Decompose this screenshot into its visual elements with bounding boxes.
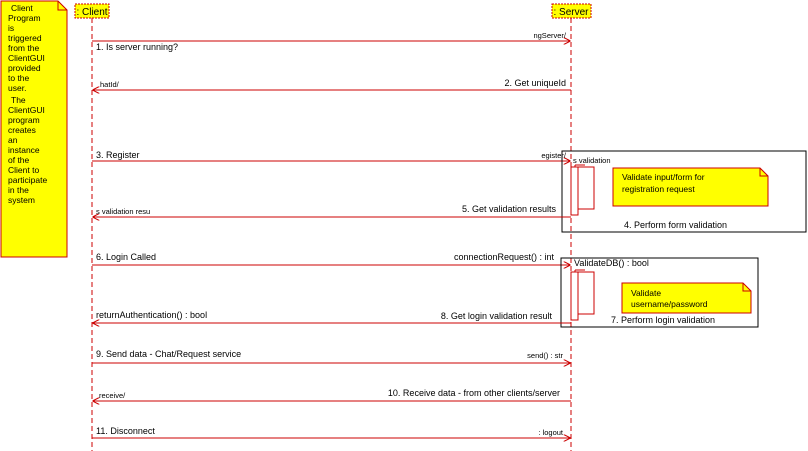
description-note-text: Client Program is triggered from the Cli…	[8, 3, 50, 205]
message-5: 5. Get validation results s validation r…	[93, 204, 571, 217]
message-10: 10. Receive data - from other clients/se…	[93, 388, 571, 401]
message-3-label: 3. Register	[96, 150, 140, 160]
message-10-op: receive/	[99, 391, 126, 400]
login-validation-note-line-1: Validate	[631, 288, 661, 298]
message-9-op: send() : str	[527, 351, 563, 360]
form-validation-note: Validate input/form for registration req…	[612, 167, 769, 207]
message-2-label: 2. Get uniqueId	[504, 78, 566, 88]
form-validation-note-line-2: registration request	[622, 184, 695, 194]
description-note: Client Program is triggered from the Cli…	[0, 0, 68, 258]
message-8-label: 8. Get login validation result	[441, 311, 553, 321]
form-validation-fragment: s validation Validate input/form for reg…	[561, 150, 807, 233]
client-lifeline-header: : Client	[74, 3, 110, 19]
login-validation-label: 7. Perform login validation	[611, 315, 715, 325]
login-validation-note-line-2: username/password	[631, 299, 708, 309]
message-6-label: 6. Login Called	[96, 252, 156, 262]
message-1: 1. Is server running? ngServer/	[92, 31, 570, 52]
login-validation-fragment: ValidateDB() : bool Validate username/pa…	[560, 257, 759, 328]
login-validation-op: ValidateDB() : bool	[574, 258, 649, 268]
message-9: 9. Send data - Chat/Request service send…	[92, 349, 570, 363]
message-2-op: hatId/	[100, 80, 120, 89]
message-9-label: 9. Send data - Chat/Request service	[96, 349, 241, 359]
form-validation-label: 4. Perform form validation	[624, 220, 727, 230]
message-1-label: 1. Is server running?	[96, 42, 178, 52]
client-lifeline-label: : Client	[76, 7, 107, 18]
message-6: 6. Login Called connectionRequest() : in…	[92, 252, 570, 265]
svg-text:Validate input/form for: Validate input/form for registration req…	[622, 172, 707, 194]
message-5-op: s validation resu	[96, 207, 150, 216]
message-10-label: 10. Receive data - from other clients/se…	[388, 388, 560, 398]
form-validation-note-line-1: Validate input/form for	[622, 172, 705, 182]
message-6-op: connectionRequest() : int	[454, 252, 555, 262]
server-lifeline-label: : Server	[553, 7, 589, 18]
message-1-op: ngServer/	[533, 31, 566, 40]
message-11: 11. Disconnect : logout	[92, 426, 570, 438]
message-3: 3. Register egister/	[92, 150, 570, 161]
message-8-op: returnAuthentication() : bool	[96, 310, 207, 320]
message-11-op: : logout	[538, 428, 564, 437]
message-5-label: 5. Get validation results	[462, 204, 557, 214]
server-lifeline-header: : Server	[551, 3, 592, 19]
message-2: 2. Get uniqueId hatId/	[93, 78, 571, 90]
login-validation-note: Validate username/password	[621, 282, 752, 314]
message-3-op: egister/	[541, 151, 567, 160]
form-validation-op: s validation	[573, 156, 611, 165]
svg-text:Validate username/pass: Validate username/password	[631, 288, 708, 309]
message-8: 8. Get login validation result returnAut…	[93, 310, 571, 323]
message-11-label: 11. Disconnect	[96, 426, 155, 436]
